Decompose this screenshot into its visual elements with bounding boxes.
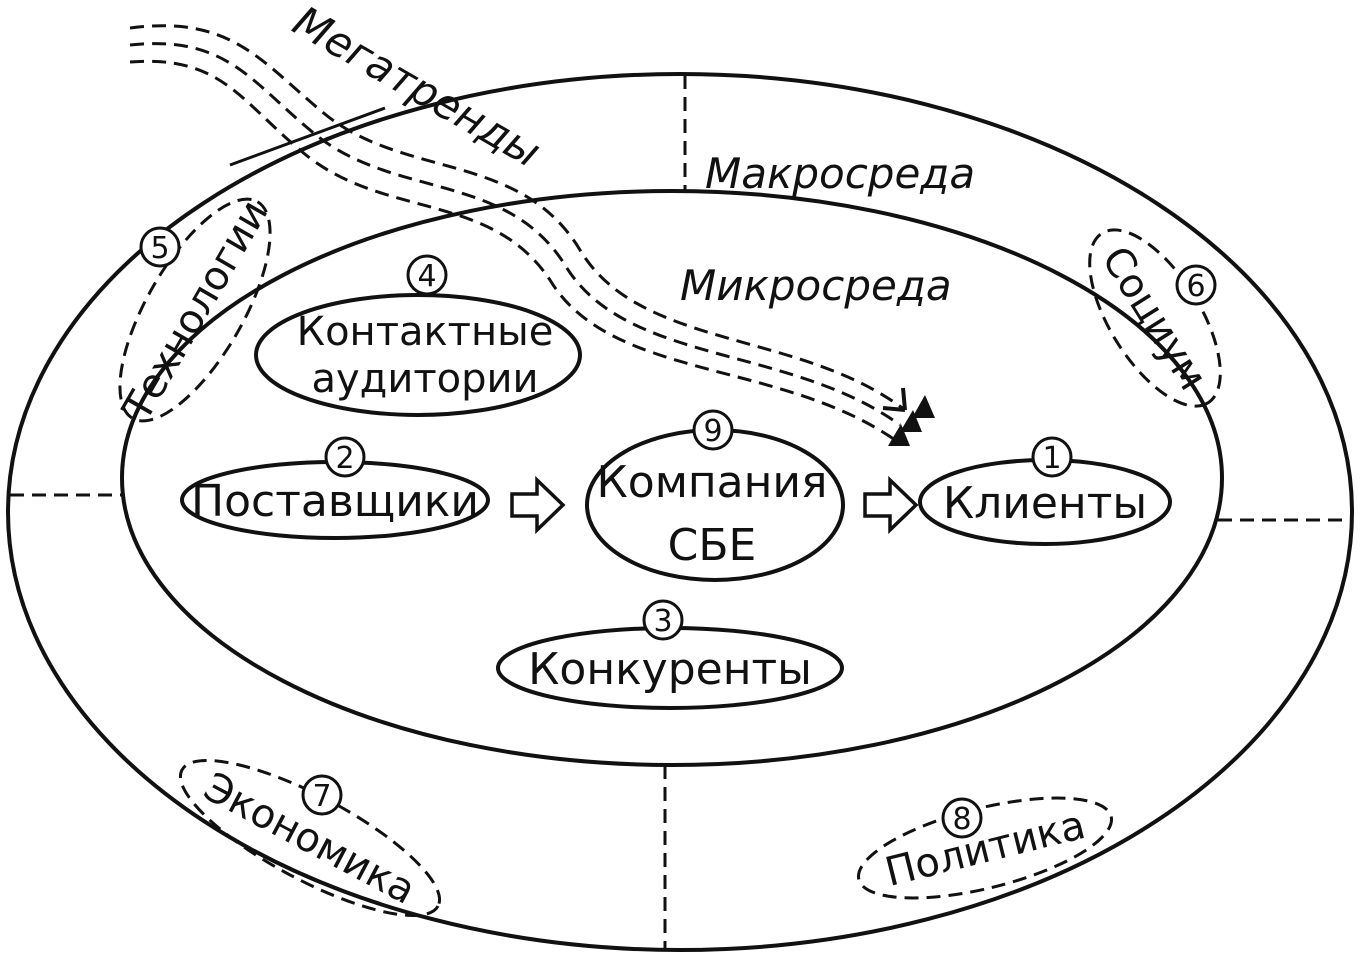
macro-environment-ellipse: [6, 72, 1354, 952]
company-label-1: Компания: [597, 457, 828, 508]
technology-number: 5: [150, 231, 169, 266]
economy-number: 7: [312, 779, 331, 814]
suppliers-number: 2: [335, 441, 354, 476]
node-clients: Клиенты 1: [918, 436, 1172, 546]
node-society: Социум: [1088, 228, 1222, 408]
node-suppliers: Поставщики 2: [180, 436, 490, 540]
technology-label: Технологии: [114, 192, 278, 429]
megatrends-flow: [129, 24, 935, 446]
society-number: 6: [1186, 269, 1205, 304]
node-technology: Технологии: [114, 192, 278, 429]
arrow-icon: [510, 475, 566, 535]
competitors-label: Конкуренты: [528, 644, 812, 695]
clients-number: 1: [1042, 441, 1061, 476]
node-politics: Политика: [856, 796, 1114, 900]
competitors-number: 3: [653, 604, 672, 639]
node-company: Компания СБЕ 9: [585, 409, 845, 582]
clients-label: Клиенты: [943, 478, 1147, 529]
contact-number: 4: [417, 259, 436, 294]
suppliers-label: Поставщики: [191, 476, 479, 527]
politics-label: Политика: [881, 802, 1090, 896]
node-contact-audiences: Контактные аудитории 4: [254, 254, 582, 417]
society-label: Социум: [1092, 239, 1216, 399]
contact-label-2: аудитории: [312, 356, 539, 402]
arrow-icon: [863, 475, 919, 535]
megatrends-leader-line: [229, 106, 386, 167]
node-competitors: Конкуренты 3: [496, 599, 844, 710]
micro-label: Микросреда: [680, 261, 952, 310]
company-number: 9: [703, 414, 722, 449]
micro-environment-ellipse: [120, 189, 1224, 767]
politics-number: 8: [952, 802, 971, 837]
dividers: [10, 75, 1350, 948]
company-label-2: СБЕ: [668, 520, 757, 571]
macro-label: Макросреда: [705, 149, 975, 198]
node-economy: Экономика: [178, 758, 442, 918]
contact-label-1: Контактные: [297, 309, 554, 355]
